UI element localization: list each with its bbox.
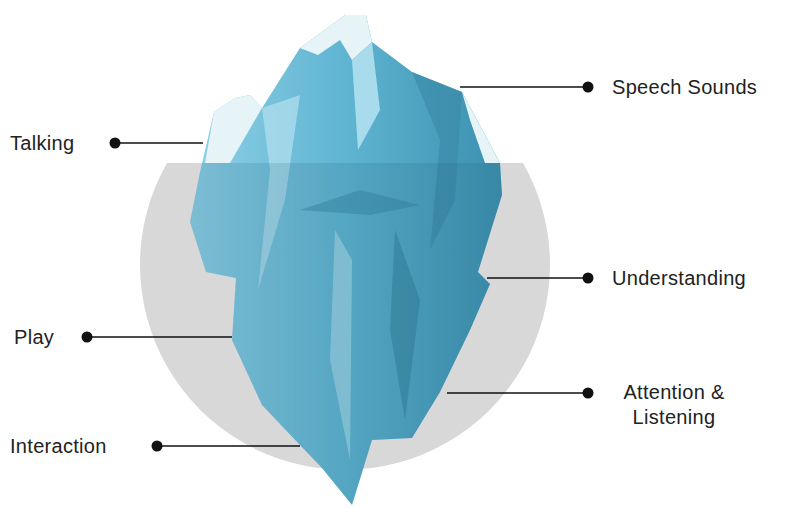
leader-dots xyxy=(82,82,594,452)
callout-label: Play xyxy=(14,325,54,350)
ice-highlight xyxy=(462,92,500,163)
ice-facet xyxy=(352,42,380,150)
callout-label: Talking xyxy=(10,131,74,156)
leader-lines xyxy=(87,87,588,446)
ice-highlight xyxy=(205,95,262,163)
callout-label: Attention & Listening xyxy=(604,380,744,430)
callout-label: Interaction xyxy=(10,434,107,459)
iceberg xyxy=(190,15,502,505)
underwater-shade xyxy=(190,163,502,505)
callout-label: Understanding xyxy=(612,266,746,291)
callout-label: Speech Sounds xyxy=(612,75,757,100)
